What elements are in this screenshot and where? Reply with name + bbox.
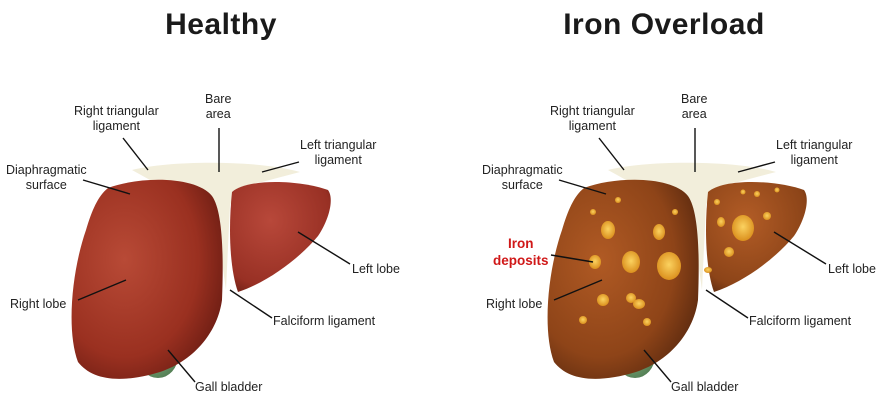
left-lobe-label: Left lobe [828, 262, 876, 277]
falciform-label: Falciform ligament [273, 314, 375, 329]
falciform-label: Falciform ligament [749, 314, 851, 329]
gall-bladder-label: Gall bladder [671, 380, 738, 395]
iron-deposit [724, 247, 734, 257]
iron-deposit [643, 318, 651, 326]
iron-deposit [717, 217, 725, 227]
iron-deposit [615, 197, 621, 203]
iron-deposit [657, 252, 681, 280]
right-lobe-label: Right lobe [10, 297, 66, 312]
iron-deposit [622, 251, 640, 273]
iron-deposit [633, 299, 645, 309]
iron-deposit [601, 221, 615, 239]
gall-bladder-label: Gall bladder [195, 380, 262, 395]
left-lobe [706, 182, 807, 292]
iron-deposit [653, 224, 665, 240]
iron-deposit [732, 215, 754, 241]
iron-overload-liver-diagram [443, 0, 885, 394]
iron-deposit [590, 209, 596, 215]
iron-deposit [754, 191, 760, 197]
iron-deposit [579, 316, 587, 324]
iron-deposit [672, 209, 678, 215]
iron-overload-panel: Iron Overload [443, 0, 885, 394]
healthy-liver-diagram [0, 0, 442, 394]
iron-deposit [741, 190, 746, 195]
left-lobe [230, 182, 331, 292]
right-lobe-label: Right lobe [486, 297, 542, 312]
healthy-panel: Healthy [0, 0, 442, 394]
right-lobe [72, 180, 223, 379]
iron-deposit [763, 212, 771, 220]
iron-deposit [704, 267, 712, 273]
iron-deposit [775, 188, 780, 193]
left-lobe-label: Left lobe [352, 262, 400, 277]
iron-deposit [714, 199, 720, 205]
iron-deposit [597, 294, 609, 306]
